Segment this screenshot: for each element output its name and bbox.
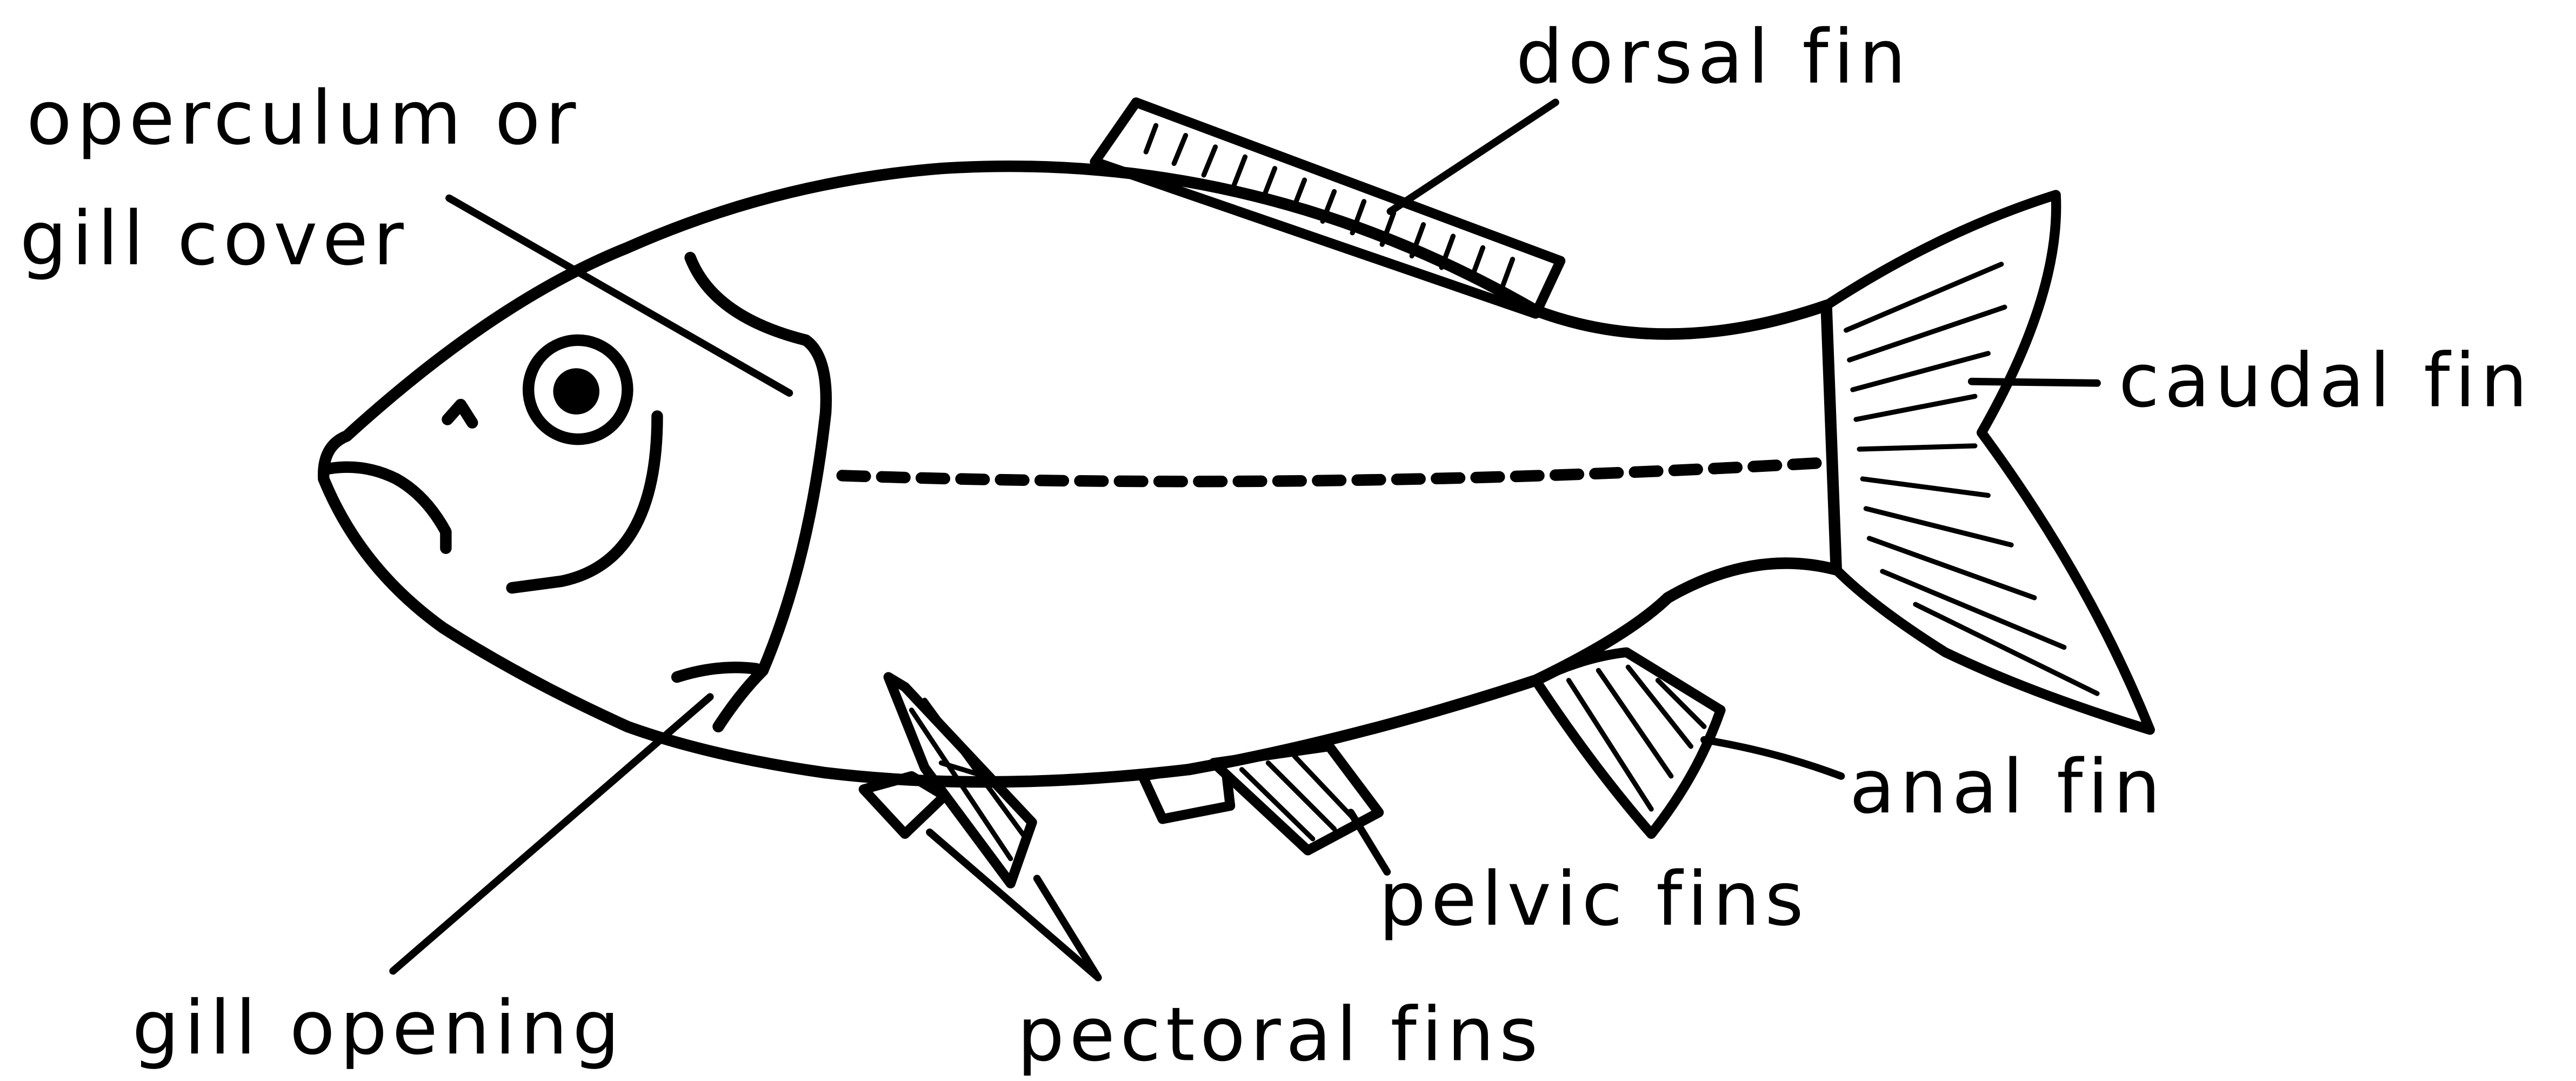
label-operculum-line2: gill cover [20, 196, 409, 282]
fish-nostril [448, 405, 472, 423]
leader-caudal-fin [1972, 382, 2097, 383]
fish-eye [529, 340, 628, 439]
gill-opening-edge [677, 668, 757, 677]
label-gill-opening: gill opening [132, 985, 624, 1071]
label-anal-fin: anal fin [1850, 744, 2166, 830]
lateral-line [842, 462, 1830, 481]
leader-dorsal-fin [1390, 102, 1556, 211]
caudal-fin [1826, 195, 2150, 730]
label-caudal-fin: caudal fin [2119, 338, 2533, 424]
anal-fin [1536, 652, 1720, 834]
label-pelvic-fins: pelvic fins [1379, 856, 1808, 943]
operculum-outline [690, 258, 826, 727]
fish-mouth [327, 467, 446, 548]
pelvic-fins [1143, 746, 1379, 850]
leader-anal-fin [1704, 740, 1841, 776]
leader-gill-opening [393, 697, 710, 971]
label-operculum-line1: operculum or [26, 75, 581, 162]
label-dorsal-fin: dorsal fin [1516, 14, 1911, 101]
label-pectoral-fins: pectoral fins [1017, 991, 1543, 1078]
